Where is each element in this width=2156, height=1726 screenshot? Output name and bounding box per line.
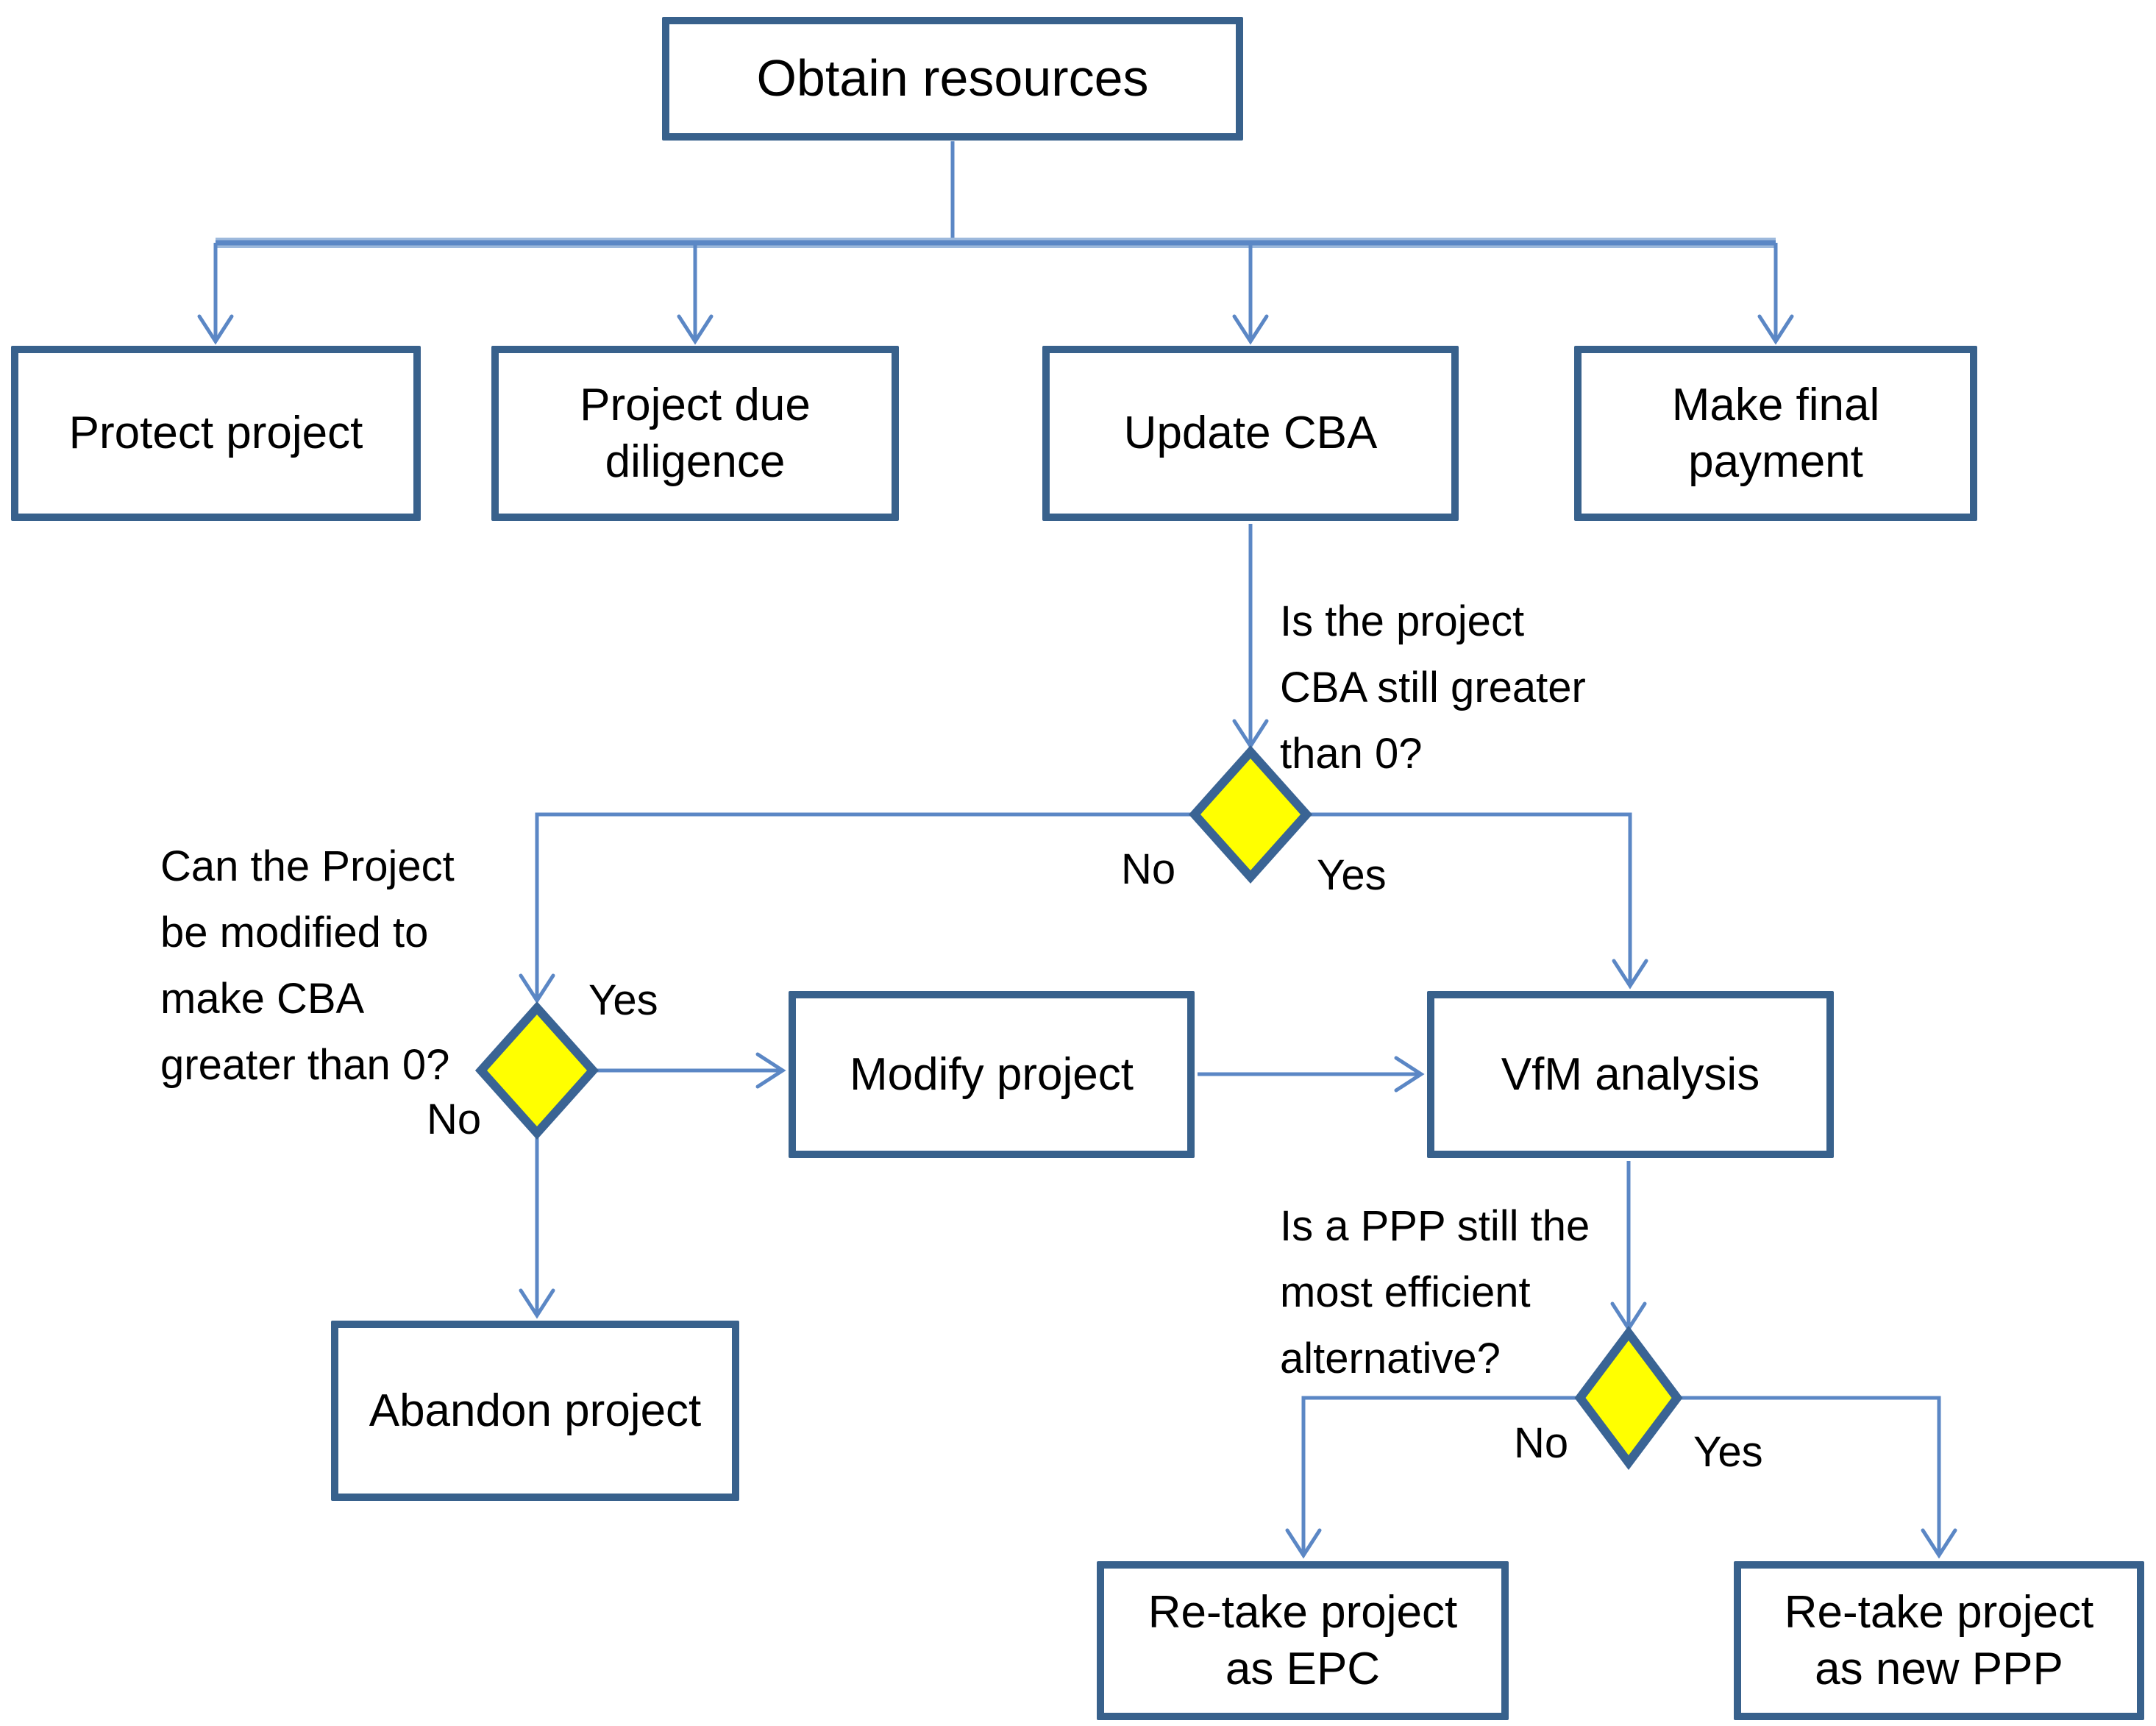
connector-ppp-no-to-epc: [1301, 1396, 1579, 1555]
modify-decision-diamond: [474, 1001, 600, 1140]
arrowhead-new-ppp: [1921, 1528, 1957, 1559]
node-project-due-diligence: Project due diligence: [491, 346, 899, 521]
node-modify-project-label: Modify project: [850, 1048, 1134, 1100]
ppp-yes-label: Yes: [1693, 1428, 1763, 1476]
node-vfm-analysis-label: VfM analysis: [1501, 1048, 1760, 1100]
node-make-final-payment: Make final payment: [1574, 346, 1977, 521]
modify-no-label: No: [427, 1095, 482, 1143]
node-abandon-project-label: Abandon project: [369, 1385, 702, 1436]
node-obtain-resources: Obtain resources: [662, 17, 1243, 141]
node-retake-project-new-ppp: Re-take project as new PPP: [1734, 1561, 2144, 1720]
node-update-cba: Update CBA: [1042, 346, 1459, 521]
node-obtain-resources-label: Obtain resources: [756, 49, 1149, 107]
cba-question-line-2: CBA still greater: [1280, 664, 1586, 711]
cba-question-line-1: Is the project: [1280, 597, 1525, 645]
arrowhead-due-diligence: [677, 314, 714, 345]
node-retake-project-epc: Re-take project as EPC: [1097, 1561, 1509, 1720]
modify-question-line-1: Can the Project: [160, 842, 455, 890]
ppp-question-line-3: alternative?: [1280, 1335, 1501, 1382]
connector-cba-no-to-modify-decision: [535, 812, 1198, 1001]
ppp-decision-diamond: [1574, 1326, 1683, 1470]
modify-question-line-2: be modified to: [160, 909, 429, 956]
cba-question-line-3: than 0?: [1280, 730, 1423, 778]
ppp-question-line-1: Is a PPP still the: [1280, 1202, 1590, 1250]
arrowhead-final-payment: [1757, 314, 1794, 345]
node-retake-project-new-ppp-label: Re-take project as new PPP: [1784, 1586, 2094, 1695]
cba-decision-question: Is the project CBA still greater than 0?: [1280, 589, 1586, 787]
ppp-no-label: No: [1514, 1419, 1569, 1467]
arrowhead-modify-left: [755, 1052, 786, 1089]
node-retake-project-epc-label: Re-take project as EPC: [1148, 1586, 1458, 1695]
modify-question-line-3: make CBA: [160, 975, 365, 1023]
node-make-final-payment-label: Make final payment: [1671, 379, 1880, 488]
modify-yes-label: Yes: [588, 976, 658, 1024]
arrowhead-epc: [1285, 1528, 1322, 1559]
cba-no-label: No: [1121, 845, 1176, 893]
ppp-decision-question: Is a PPP still the most efficient altern…: [1280, 1193, 1590, 1392]
arrowhead-vfm-left: [1394, 1056, 1425, 1093]
node-update-cba-label: Update CBA: [1123, 408, 1378, 459]
cba-yes-label: Yes: [1317, 851, 1387, 899]
node-protect-project: Protect project: [11, 346, 421, 521]
node-protect-project-label: Protect project: [68, 408, 363, 459]
arrowhead-modify-decision: [519, 973, 555, 1004]
arrowhead-vfm-top: [1612, 959, 1648, 990]
arrowhead-update-cba: [1232, 314, 1269, 345]
node-project-due-diligence-label: Project due diligence: [580, 379, 811, 488]
arrowhead-protect: [197, 314, 234, 345]
ppp-question-line-2: most efficient: [1280, 1268, 1531, 1316]
connector-ppp-yes-to-new-ppp: [1679, 1396, 1941, 1555]
modify-question-line-4: greater than 0?: [160, 1041, 450, 1089]
connector-cba-yes-to-vfm: [1303, 812, 1632, 986]
node-vfm-analysis: VfM analysis: [1427, 991, 1834, 1158]
cba-decision-diamond: [1188, 745, 1313, 884]
node-modify-project: Modify project: [789, 991, 1195, 1158]
modify-decision-question: Can the Project be modified to make CBA …: [160, 834, 455, 1098]
node-abandon-project: Abandon project: [331, 1321, 739, 1501]
arrowhead-abandon: [519, 1288, 555, 1319]
